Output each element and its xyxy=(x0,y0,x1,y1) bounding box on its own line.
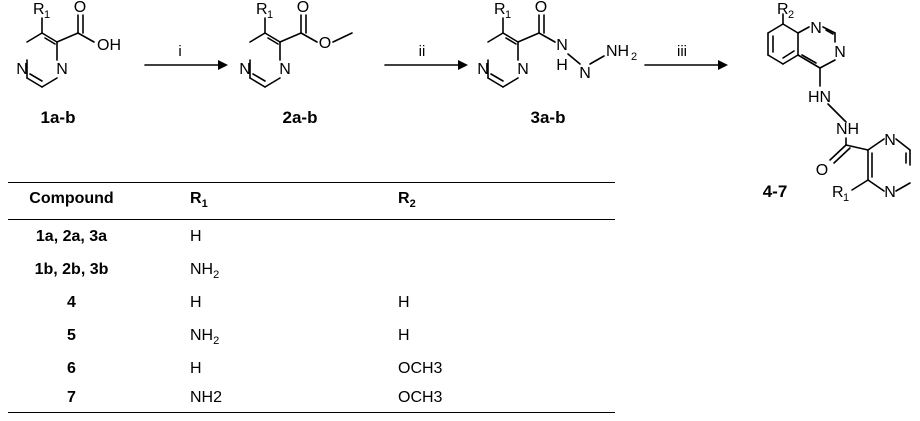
svg-text:O: O xyxy=(74,0,86,16)
compound-label-1: 1a-b xyxy=(41,108,76,127)
svg-text:R: R xyxy=(832,184,844,201)
svg-text:NH: NH xyxy=(606,43,629,60)
svg-text:HN: HN xyxy=(808,89,831,106)
svg-text:O: O xyxy=(319,35,331,52)
table-row: 1b, 2b, 3b NH2 xyxy=(8,261,615,281)
header-r1: R1 xyxy=(190,190,208,210)
svg-text:N: N xyxy=(834,44,846,61)
svg-text:1: 1 xyxy=(267,9,273,21)
cell-compound: 5 xyxy=(67,327,76,344)
arrow-step-3: iii xyxy=(644,43,728,70)
table-top-rule xyxy=(8,182,615,183)
compound-label-4-7: 4-7 xyxy=(763,182,788,201)
svg-text:N: N xyxy=(884,132,896,149)
svg-text:2: 2 xyxy=(788,9,794,21)
arrow-step-1: i xyxy=(144,43,228,70)
structure-3a-b: N N O N H N NH 2 R 1 3a-b xyxy=(477,0,637,127)
table-row: 7 NH2 OCH3 xyxy=(8,389,615,409)
svg-text:OH: OH xyxy=(97,37,121,54)
structure-2a-b: N N O O R 1 2a-b xyxy=(239,0,353,127)
cell-r2: H xyxy=(398,327,410,344)
svg-text:N: N xyxy=(239,61,251,78)
svg-text:O: O xyxy=(535,0,547,16)
svg-text:O: O xyxy=(816,162,828,179)
svg-text:1: 1 xyxy=(505,9,511,21)
table-row: 4 H H xyxy=(8,294,615,314)
structure-1a-b: N N O OH R 1 1a-b xyxy=(16,0,121,127)
cell-compound: 7 xyxy=(67,389,76,406)
header-r2: R2 xyxy=(398,190,416,210)
svg-text:R: R xyxy=(256,1,268,18)
svg-text:N: N xyxy=(517,61,529,78)
table-row: 1a, 2a, 3a H xyxy=(8,228,615,248)
table-row: 6 H OCH3 xyxy=(8,360,615,380)
svg-text:N: N xyxy=(477,61,489,78)
compound-label-2: 2a-b xyxy=(283,108,318,127)
structure-4-7: N N HN NH O N N R 2 R 1 4-7 xyxy=(763,1,911,204)
svg-text:N: N xyxy=(279,61,291,78)
cell-compound: 1a, 2a, 3a xyxy=(35,228,108,245)
header-compound: Compound xyxy=(29,190,114,207)
cell-r2: OCH3 xyxy=(398,389,443,406)
svg-text:1: 1 xyxy=(843,192,849,204)
svg-text:N: N xyxy=(56,61,68,78)
reagent-ii: ii xyxy=(419,43,426,60)
cell-r1: NH2 xyxy=(190,261,220,281)
svg-text:R: R xyxy=(777,1,789,18)
cell-r1: NH2 xyxy=(190,389,223,406)
compound-label-3: 3a-b xyxy=(531,108,566,127)
table-header-rule xyxy=(8,219,615,220)
svg-text:R: R xyxy=(33,1,45,18)
reagent-iii: iii xyxy=(677,43,687,60)
cell-r1: H xyxy=(190,294,202,311)
cell-compound: 4 xyxy=(67,294,76,311)
svg-text:R: R xyxy=(494,1,506,18)
svg-text:O: O xyxy=(297,0,309,16)
svg-text:H: H xyxy=(556,57,568,74)
svg-text:N: N xyxy=(556,37,568,54)
arrow-step-2: ii xyxy=(384,43,468,70)
reagent-i: i xyxy=(178,43,181,60)
cell-r1: H xyxy=(190,228,202,245)
cell-compound: 1b, 2b, 3b xyxy=(34,261,109,278)
svg-text:N: N xyxy=(884,184,896,201)
table-bottom-rule xyxy=(8,412,615,413)
svg-text:1: 1 xyxy=(44,9,50,21)
table-row: 5 NH2 H xyxy=(8,327,615,347)
svg-text:N: N xyxy=(16,61,28,78)
cell-r1: NH2 xyxy=(190,327,220,347)
svg-text:NH: NH xyxy=(836,121,859,138)
svg-text:2: 2 xyxy=(631,51,637,63)
cell-r2: H xyxy=(398,294,410,311)
cell-r1: H xyxy=(190,360,202,377)
cell-r2: OCH3 xyxy=(398,360,443,377)
svg-text:N: N xyxy=(579,65,591,82)
cell-compound: 6 xyxy=(67,360,76,377)
svg-text:N: N xyxy=(810,20,822,37)
